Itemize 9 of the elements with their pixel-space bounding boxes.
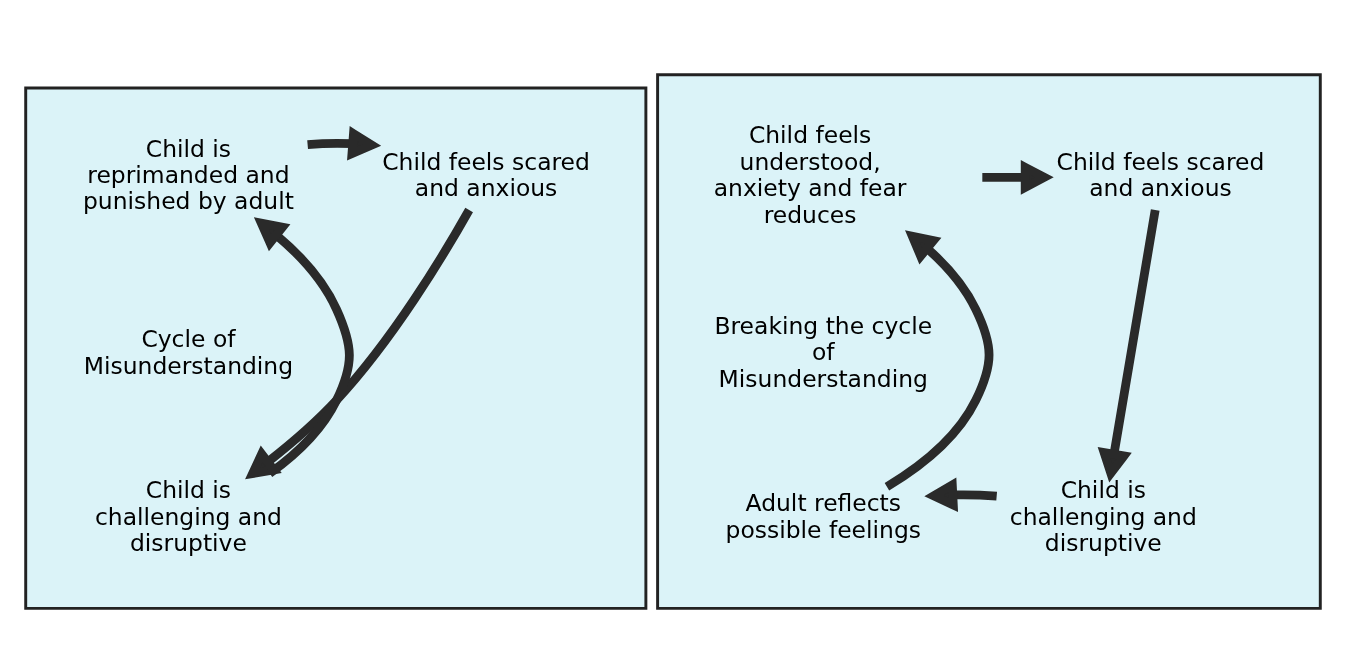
node-text: Adult reflects possible feelings [725, 489, 922, 544]
node-text: Child feels understood, anxiety and fear reduces [713, 121, 907, 229]
node-text: Child feels scared and anxious [382, 147, 590, 203]
node-text: Child feels scared and anxious [1056, 147, 1265, 203]
node-text: Child is reprimanded and punished by adult [83, 134, 294, 216]
node-text: Breaking the cycle of Misunderstanding [714, 311, 933, 393]
node-text: Cycle of Misunderstanding [83, 325, 294, 380]
node-text: Child is challenging and disruptive [1009, 476, 1197, 557]
node-text: Child is challenging and disruptive [94, 476, 282, 557]
